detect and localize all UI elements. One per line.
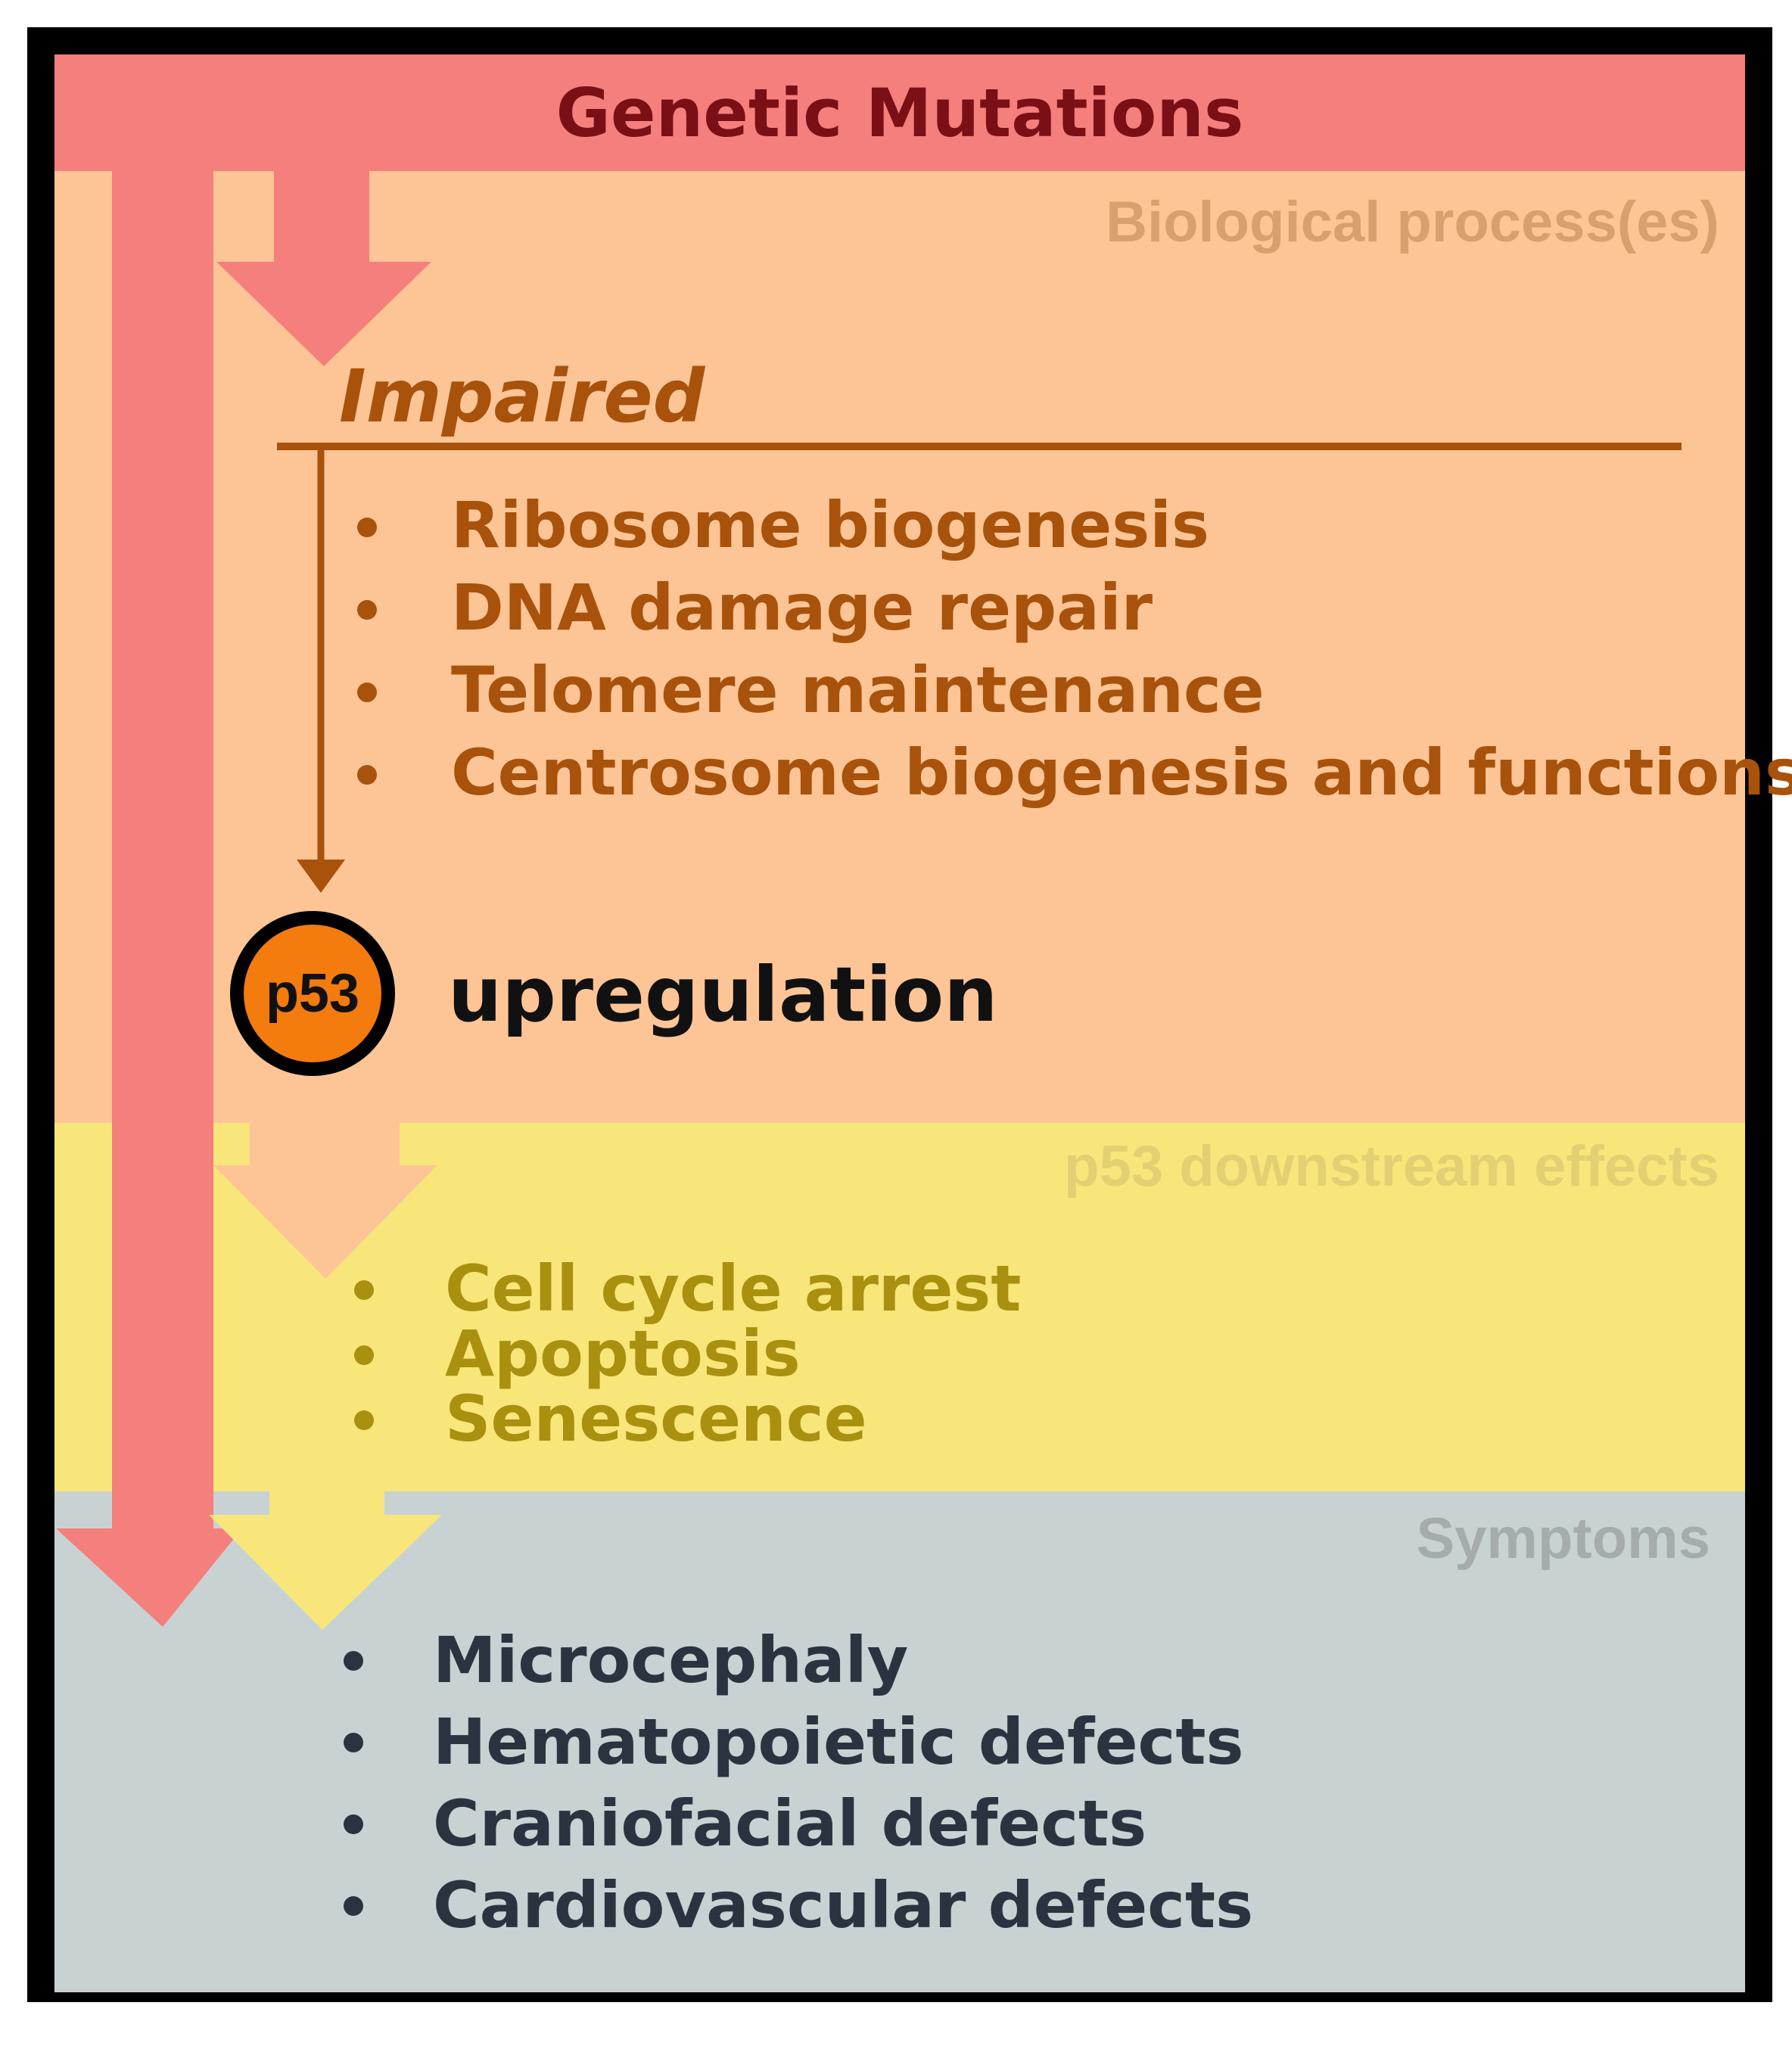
list-item: Senescence [354, 1386, 1021, 1451]
list-item: Apoptosis [354, 1321, 1021, 1386]
genetic-mutations-title: Genetic Mutations [555, 73, 1244, 152]
list-item: Ribosome biogenesis [357, 484, 1792, 567]
bullet-icon [357, 765, 377, 785]
bullet-icon [357, 518, 377, 537]
list-item: Microcephaly [344, 1619, 1253, 1701]
mutation-to-process-arrow [216, 171, 431, 366]
list-item: DNA damage repair [357, 567, 1792, 649]
p53-badge: p53 [230, 911, 395, 1076]
biological-process-label: Biological process(es) [1106, 190, 1719, 254]
p53-badge-label: p53 [244, 925, 381, 1062]
list-item: Cell cycle arrest [354, 1256, 1021, 1321]
list-item: Craniofacial defects [344, 1783, 1253, 1864]
impaired-to-p53-arrowhead [297, 860, 345, 893]
bullet-icon [357, 600, 377, 620]
genetic-mutations-band [54, 54, 1745, 171]
p53-effects-label: p53 downstream effects [1064, 1134, 1719, 1199]
list-item: Hematopoietic defects [344, 1701, 1253, 1783]
direct-mutation-arrow [56, 171, 242, 1627]
list-item: Telomere maintenance [357, 649, 1792, 732]
bullet-icon [344, 1651, 363, 1671]
impaired-process-list: Ribosome biogenesis DNA damage repair Te… [357, 484, 1792, 814]
symptoms-list: Microcephaly Hematopoietic defects Crani… [344, 1619, 1253, 1946]
effects-to-symptoms-arrow [209, 1491, 442, 1630]
bullet-icon [357, 683, 377, 702]
bullet-icon [354, 1280, 374, 1300]
list-item: Cardiovascular defects [344, 1864, 1253, 1946]
impaired-heading: Impaired [339, 354, 705, 439]
bullet-icon [344, 1733, 363, 1752]
bullet-icon [354, 1345, 374, 1365]
bullet-icon [344, 1814, 363, 1834]
p53-upregulation-label: upregulation [448, 950, 998, 1039]
bullet-icon [354, 1410, 374, 1430]
symptoms-label: Symptoms [1416, 1507, 1710, 1571]
bullet-icon [344, 1896, 363, 1916]
process-to-effects-arrow [213, 1123, 437, 1279]
list-item: Centrosome biogenesis and functions [357, 732, 1792, 814]
p53-effects-list: Cell cycle arrest Apoptosis Senescence [354, 1256, 1021, 1451]
